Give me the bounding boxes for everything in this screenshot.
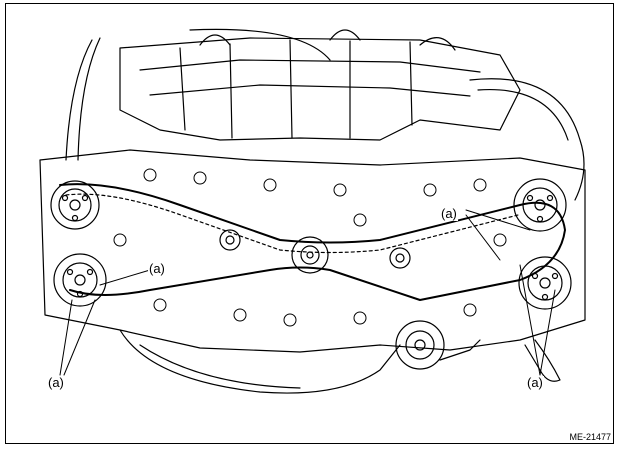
figure-id: ME-21477: [569, 432, 611, 442]
cam-sprocket-right-lower: [518, 256, 572, 310]
callout-center-left: (a): [148, 261, 166, 276]
crankshaft-sprocket: [291, 236, 329, 274]
idler-pulley: [219, 229, 241, 251]
engine-block: [39, 149, 586, 353]
leader-line-right-bottom: [519, 264, 556, 376]
cam-sprocket-left-lower: [53, 253, 107, 307]
coolant-hose: [65, 39, 93, 161]
tensioner-pulley: [389, 247, 411, 269]
cam-sprocket-left-upper: [50, 180, 100, 230]
leader-line-right-upper: [465, 209, 531, 261]
timing-belt: [59, 183, 566, 301]
callout-right-upper: (a): [440, 206, 458, 221]
intake-manifold: [119, 37, 521, 141]
leader-line-left-bottom: [59, 299, 96, 376]
callout-right-bottom: (a): [526, 375, 544, 390]
leader-line-center-left: [99, 269, 151, 286]
callout-left-bottom: (a): [47, 375, 65, 390]
cam-sprocket-right-upper: [513, 178, 567, 232]
oil-pan: [119, 329, 401, 394]
